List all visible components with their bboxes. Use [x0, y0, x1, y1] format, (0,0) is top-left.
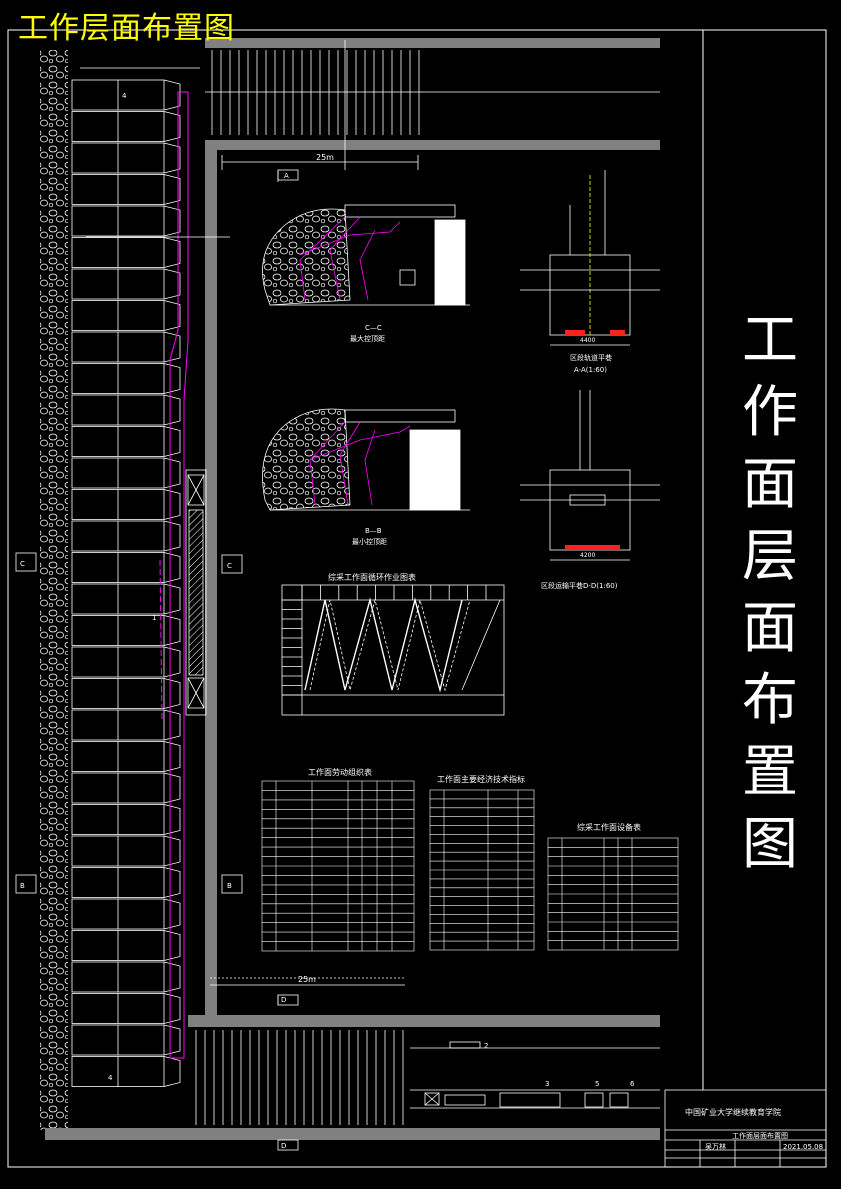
section-marker-d-top: D [281, 996, 286, 1004]
callout-6: 6 [630, 1080, 635, 1088]
bottom-rails [195, 1030, 404, 1125]
vertical-title-char: 作 [742, 380, 798, 445]
support-canopy [163, 709, 181, 741]
section-min [262, 408, 470, 511]
section-marker-b-right: B [227, 882, 232, 890]
support-canopy [163, 489, 181, 520]
vertical-title-char: 置 [742, 740, 798, 805]
equip-table-title: 综采工作面设备表 [577, 822, 641, 832]
tunnel-top-caption: 区段轨道平巷 [570, 353, 612, 362]
section-min-title: B—B [365, 527, 382, 535]
support-canopy [163, 930, 181, 961]
support-canopy [163, 520, 181, 552]
section-max-caption: 最大控顶距 [350, 334, 385, 343]
section-max-title: C—C [365, 324, 382, 332]
section-marker-c-left: C [20, 560, 25, 568]
tunnel-bottom-section [520, 390, 660, 561]
section-max [262, 204, 470, 306]
dimension-lines [15, 40, 419, 1151]
vertical-title: 工 作 面 层 面 布 置 图 [735, 305, 805, 881]
support-canopy [163, 1056, 181, 1087]
section-marker-b-left: B [20, 882, 25, 890]
outer-frame [7, 29, 827, 1168]
vertical-title-char: 工 [742, 308, 798, 373]
roadways [45, 38, 660, 1140]
support-canopy [163, 457, 181, 489]
vertical-title-char: 布 [742, 668, 798, 733]
support-canopy [163, 205, 181, 237]
top-rails [80, 50, 660, 135]
support-canopy [163, 268, 181, 300]
callout-4-bottom: 4 [108, 1074, 113, 1082]
designer-name: 吴万林 [705, 1142, 726, 1151]
vertical-title-char: 图 [742, 812, 798, 877]
callout-4-top: 4 [122, 92, 127, 100]
cycle-chart-title: 综采工作面循环作业图表 [328, 572, 416, 582]
vertical-title-char: 面 [742, 596, 798, 661]
support-canopy [163, 898, 181, 930]
support-canopy [163, 363, 181, 394]
tunnel-top-section [520, 170, 660, 346]
tunnel-top-scale: A-A(1:60) [574, 366, 607, 374]
support-canopy [163, 426, 181, 457]
support-canopy [163, 867, 181, 898]
section-marker-d-bottom: D [281, 1142, 286, 1150]
section-min-caption: 最小控顶距 [352, 537, 387, 546]
support-canopy [163, 993, 181, 1024]
support-units [71, 79, 181, 1087]
support-canopy [163, 961, 181, 993]
width-label-top: 25m [316, 153, 334, 162]
drawing-date: 2021.05.08 [783, 1143, 823, 1151]
vertical-title-char: 层 [742, 524, 798, 589]
support-canopy [163, 583, 181, 615]
support-canopy [163, 331, 181, 363]
support-canopy [163, 678, 181, 709]
equipment-train [410, 1041, 660, 1109]
school-name: 中国矿业大学继续教育学院 [685, 1107, 781, 1117]
support-canopy [163, 237, 181, 268]
callout-2: 2 [484, 1042, 488, 1050]
staff-table-title: 工作面劳动组织表 [308, 767, 372, 777]
overlay-title: 工作层面布置图 [18, 11, 235, 46]
section-marker-a: A [284, 172, 289, 180]
goaf-rock-band [40, 50, 68, 1130]
callout-3: 3 [545, 1080, 549, 1088]
tunnel-top-dim: 4400 [580, 337, 595, 344]
cycle-chart [281, 584, 505, 716]
support-canopy [163, 1024, 181, 1056]
tables [261, 780, 679, 952]
support-canopy [163, 111, 181, 142]
tunnel-bottom-dim: 4200 [580, 552, 595, 559]
section-marker-c-right: C [227, 562, 232, 570]
support-canopy [163, 300, 181, 331]
title-block [664, 1089, 827, 1168]
width-label-bottom: 25m [298, 975, 316, 984]
vertical-title-char: 面 [742, 452, 798, 517]
middle-gate [185, 469, 207, 716]
callout-5: 5 [595, 1080, 599, 1088]
tunnel-bottom-caption: 区段运输平巷D-D(1:60) [541, 581, 618, 590]
support-canopy [163, 394, 181, 426]
drawing-name: 工作面层面布置图 [732, 1131, 788, 1140]
tech-table-title: 工作面主要经济技术指标 [437, 774, 525, 784]
support-canopy [163, 79, 181, 111]
support-canopy [163, 835, 181, 867]
support-canopy [163, 615, 181, 646]
conveyor-line [159, 91, 189, 1059]
callout-1: 1 [152, 614, 156, 622]
support-canopy [163, 552, 181, 583]
support-canopy [163, 741, 181, 772]
support-canopy [163, 804, 181, 835]
support-canopy [163, 772, 181, 804]
support-canopy [163, 142, 181, 174]
support-canopy [163, 646, 181, 678]
support-canopy [163, 174, 181, 205]
